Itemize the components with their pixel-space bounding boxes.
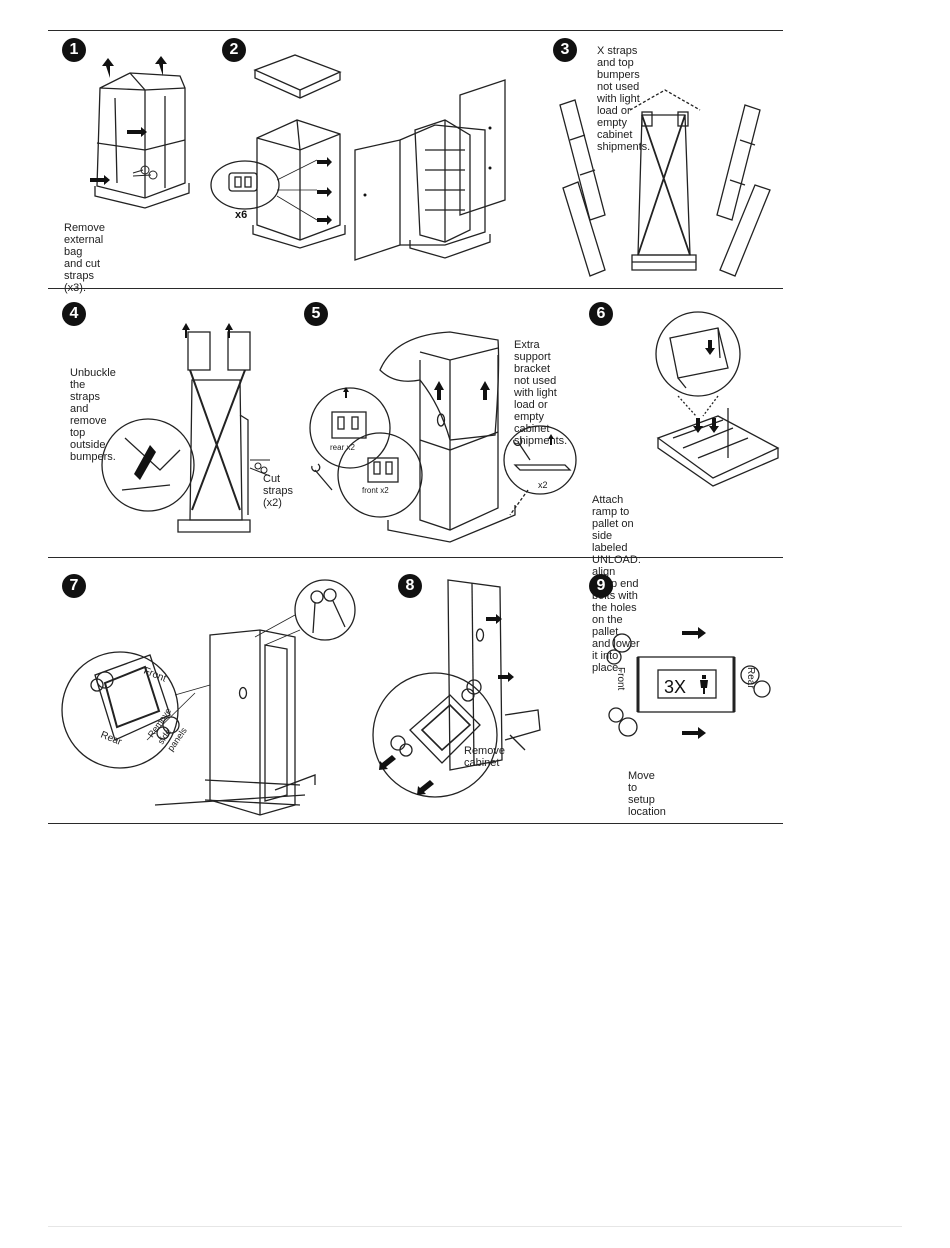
front-label: Front	[615, 667, 626, 691]
top-rule	[48, 30, 783, 31]
step-number: 9	[589, 574, 613, 598]
step-number: 3	[553, 38, 577, 62]
bracket-quantity-label: x2	[538, 480, 548, 490]
step-number: 8	[398, 574, 422, 598]
rear-label: rear x2	[330, 443, 355, 452]
keys-and-side-panels-illustration: Front Rear	[61, 579, 356, 816]
step-caption: X straps and top bumpers not used with l…	[597, 45, 651, 153]
quantity-label: x6	[235, 209, 247, 221]
front-label: front x2	[362, 486, 389, 495]
unbuckle-straps-illustration	[101, 323, 271, 533]
step-number: 1	[62, 38, 86, 62]
step-number: 2	[222, 38, 246, 62]
crew-count-label: 3X	[664, 677, 686, 697]
support-bracket-illustration: rear x2 front x2 x2	[309, 331, 577, 543]
step-number: 6	[589, 302, 613, 326]
step-caption: Unbuckle the straps and remove top outsi…	[70, 367, 116, 463]
cut-straps-label: Cut straps (x2)	[263, 473, 293, 509]
footer-rule	[48, 1226, 902, 1227]
remove-cabinet-illustration	[372, 579, 541, 798]
step-caption: Move to setup location	[628, 770, 666, 818]
step-number: 4	[62, 302, 86, 326]
attach-ramp-illustration	[655, 311, 780, 487]
rear-label: Rear	[745, 667, 756, 689]
row-divider-2	[48, 557, 783, 558]
x-straps-illustration	[559, 89, 771, 277]
step-caption: Extra support bracket not used with ligh…	[514, 339, 568, 447]
step-number: 5	[304, 302, 328, 326]
step-caption: Remove external bag and cut straps (x3).	[64, 222, 105, 294]
row-divider-1	[48, 288, 783, 289]
rear-label: Rear	[99, 730, 124, 749]
remove-cabinet-label: Remove cabinet	[464, 745, 505, 769]
front-label: Front	[142, 666, 168, 685]
step-number: 7	[62, 574, 86, 598]
unboxing-illustration: x6	[210, 54, 506, 261]
move-to-location-illustration: 3X Front Rear	[606, 627, 771, 739]
cabinet-bagged-illustration	[90, 56, 190, 209]
bottom-rule	[48, 823, 783, 824]
